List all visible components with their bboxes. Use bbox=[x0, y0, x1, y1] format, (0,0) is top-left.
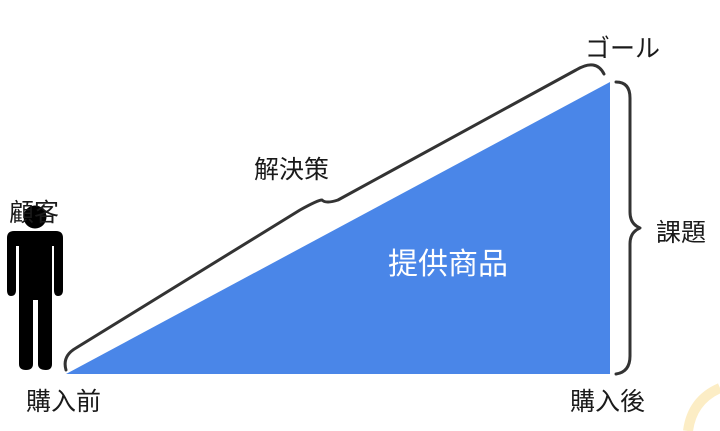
solution-brace bbox=[63, 63, 606, 372]
goal-label: ゴール bbox=[585, 34, 661, 63]
problem-label: 課題 bbox=[656, 218, 707, 247]
product-label: 提供商品 bbox=[388, 247, 508, 282]
customer-label: 顧客 bbox=[9, 198, 60, 227]
before-purchase-label: 購入前 bbox=[26, 387, 102, 416]
person-icon bbox=[7, 205, 63, 370]
solution-label: 解決策 bbox=[254, 155, 330, 184]
after-purchase-label: 購入後 bbox=[570, 387, 646, 416]
problem-brace bbox=[614, 80, 642, 376]
product-triangle bbox=[66, 82, 610, 374]
decorative-corner-arc bbox=[683, 383, 720, 431]
